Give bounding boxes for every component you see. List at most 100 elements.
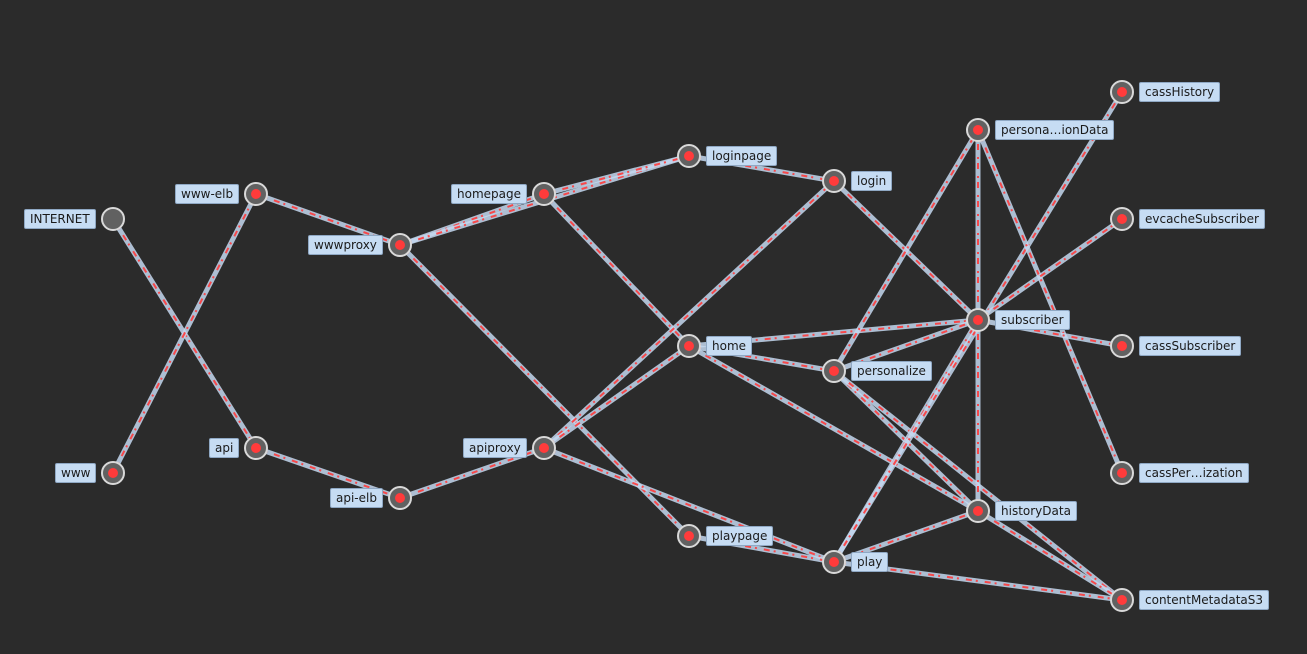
edge-personalize-to-personalizationData[interactable] bbox=[831, 127, 981, 374]
traffic-indicator bbox=[395, 240, 405, 250]
traffic-particles bbox=[833, 510, 979, 563]
node-label-evcacheSubscriber[interactable]: evcacheSubscriber bbox=[1139, 209, 1265, 229]
node-apiproxy[interactable] bbox=[532, 436, 556, 460]
node-label-personalizationData[interactable]: persona…ionData bbox=[995, 120, 1115, 140]
traffic-indicator bbox=[684, 151, 694, 161]
edge-homepage-to-loginpage[interactable] bbox=[541, 153, 692, 197]
traffic-particles bbox=[977, 129, 1123, 474]
traffic-particles bbox=[833, 370, 1123, 601]
node-label-api-elb[interactable]: api-elb bbox=[330, 488, 383, 508]
node-label-INTERNET[interactable]: INTERNET bbox=[24, 209, 96, 229]
node-label-subscriber[interactable]: subscriber bbox=[995, 310, 1070, 330]
traffic-indicator bbox=[829, 366, 839, 376]
edge-subscriber-to-evcacheSubscriber[interactable] bbox=[975, 216, 1125, 323]
traffic-indicator bbox=[108, 468, 118, 478]
traffic-particles bbox=[833, 319, 979, 372]
traffic-particles bbox=[112, 193, 257, 474]
traffic-indicator bbox=[1117, 595, 1127, 605]
node-www-elb[interactable] bbox=[244, 182, 268, 206]
node-label-personalize[interactable]: personalize bbox=[851, 361, 932, 381]
node-api[interactable] bbox=[244, 436, 268, 460]
node-label-cassSubscriber[interactable]: cassSubscriber bbox=[1139, 336, 1242, 356]
traffic-particles bbox=[833, 129, 979, 372]
traffic-indicator bbox=[395, 493, 405, 503]
edge-apiproxy-to-home[interactable] bbox=[541, 343, 692, 451]
node-label-contentMetadataS3[interactable]: contentMetadataS3 bbox=[1139, 590, 1270, 610]
traffic-particles bbox=[543, 193, 690, 347]
node-label-www[interactable]: www bbox=[55, 463, 97, 483]
node-label-cassPersonalization[interactable]: cassPer…ization bbox=[1139, 463, 1249, 483]
traffic-indicator bbox=[539, 189, 549, 199]
traffic-particles bbox=[543, 447, 835, 563]
traffic-indicator bbox=[1117, 87, 1127, 97]
traffic-indicator bbox=[829, 176, 839, 186]
traffic-particles bbox=[399, 244, 690, 537]
traffic-indicator bbox=[973, 506, 983, 516]
traffic-particles bbox=[543, 345, 690, 449]
node-label-loginpage[interactable]: loginpage bbox=[706, 146, 778, 166]
node-www[interactable] bbox=[101, 461, 125, 485]
traffic-indicator bbox=[829, 557, 839, 567]
edge-www-to-www-elb[interactable] bbox=[110, 191, 259, 476]
node-home[interactable] bbox=[677, 334, 701, 358]
node-circle bbox=[101, 207, 125, 231]
edge-homepage-to-home[interactable] bbox=[541, 191, 692, 349]
traffic-particles bbox=[688, 345, 979, 512]
node-homepage[interactable] bbox=[532, 182, 556, 206]
traffic-indicator bbox=[251, 189, 261, 199]
node-label-api[interactable]: api bbox=[209, 438, 240, 458]
node-cassHistory[interactable] bbox=[1110, 80, 1134, 104]
traffic-indicator bbox=[973, 125, 983, 135]
node-label-login[interactable]: login bbox=[851, 171, 893, 191]
node-play[interactable] bbox=[822, 550, 846, 574]
edge-apiproxy-to-login[interactable] bbox=[541, 178, 837, 451]
traffic-indicator bbox=[251, 443, 261, 453]
node-label-www-elb[interactable]: www-elb bbox=[175, 184, 240, 204]
edge-line bbox=[975, 508, 1125, 603]
traffic-indicator bbox=[1117, 468, 1127, 478]
traffic-particles bbox=[543, 180, 835, 449]
node-subscriber[interactable] bbox=[966, 308, 990, 332]
node-personalize[interactable] bbox=[822, 359, 846, 383]
traffic-particles bbox=[399, 193, 545, 246]
traffic-particles bbox=[255, 447, 401, 499]
node-evcacheSubscriber[interactable] bbox=[1110, 207, 1134, 231]
traffic-indicator bbox=[973, 315, 983, 325]
node-label-wwwproxy[interactable]: wwwproxy bbox=[308, 235, 383, 255]
node-INTERNET[interactable] bbox=[101, 207, 125, 231]
node-historyData[interactable] bbox=[966, 499, 990, 523]
node-api-elb[interactable] bbox=[388, 486, 412, 510]
node-label-cassHistory[interactable]: cassHistory bbox=[1139, 82, 1221, 102]
edge-historyData-to-contentMetadataS3[interactable] bbox=[975, 508, 1125, 603]
traffic-indicator bbox=[684, 531, 694, 541]
traffic-indicator bbox=[684, 341, 694, 351]
traffic-particles bbox=[833, 91, 1123, 563]
node-contentMetadataS3[interactable] bbox=[1110, 588, 1134, 612]
node-wwwproxy[interactable] bbox=[388, 233, 412, 257]
traffic-particles bbox=[977, 218, 1123, 321]
traffic-indicator bbox=[1117, 214, 1127, 224]
node-label-historyData[interactable]: historyData bbox=[995, 501, 1077, 521]
node-login[interactable] bbox=[822, 169, 846, 193]
node-label-play[interactable]: play bbox=[851, 552, 889, 572]
node-cassSubscriber[interactable] bbox=[1110, 334, 1134, 358]
edge-apiproxy-to-play[interactable] bbox=[541, 445, 837, 565]
traffic-particles bbox=[399, 447, 545, 499]
traffic-particles bbox=[543, 155, 690, 195]
edge-home-to-historyData[interactable] bbox=[686, 343, 981, 514]
node-personalizationData[interactable] bbox=[966, 118, 990, 142]
node-label-homepage[interactable]: homepage bbox=[451, 184, 527, 204]
traffic-particles bbox=[255, 193, 401, 246]
node-cassPersonalization[interactable] bbox=[1110, 461, 1134, 485]
node-loginpage[interactable] bbox=[677, 144, 701, 168]
edge-personalizationData-to-cassPersonalization[interactable] bbox=[975, 127, 1125, 476]
node-label-home[interactable]: home bbox=[706, 336, 753, 356]
traffic-indicator bbox=[539, 443, 549, 453]
node-playpage[interactable] bbox=[677, 524, 701, 548]
node-label-playpage[interactable]: playpage bbox=[706, 526, 774, 546]
node-label-apiproxy[interactable]: apiproxy bbox=[463, 438, 527, 458]
traffic-indicator bbox=[1117, 341, 1127, 351]
